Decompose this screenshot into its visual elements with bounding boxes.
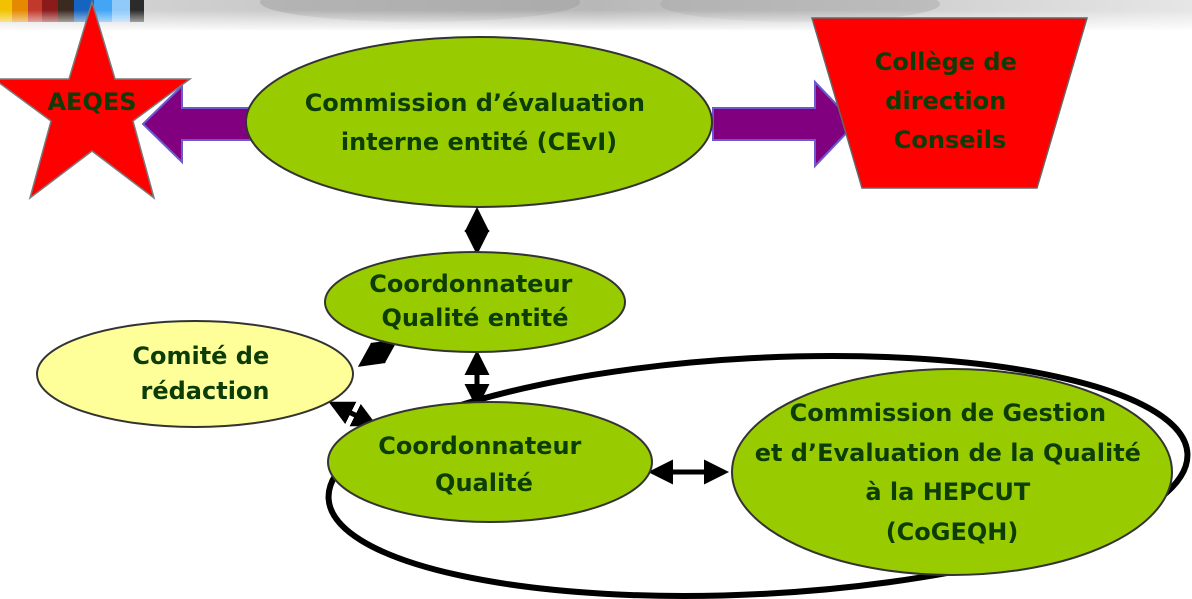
quality-group-outline: [325, 353, 1191, 599]
coord-entite-label: Coordonnateur Qualité entité: [369, 270, 581, 332]
college-label: Collège de direction Conseils: [875, 48, 1025, 154]
connectors: [328, 207, 729, 485]
comite-ellipse: [36, 320, 354, 428]
coord-entite-ellipse: [324, 251, 626, 353]
coord-entite-node: Coordonnateur Qualité entité: [324, 251, 626, 353]
aeqes-star-shape: [0, 0, 193, 200]
aeqes-node: AEQES: [0, 0, 193, 200]
edge-comite-coord-qualite: [328, 401, 378, 427]
arrow-to-college: [712, 79, 857, 169]
cogeqh-ellipse: [731, 368, 1173, 576]
cevi-label: Commission d’évaluation interne entité (…: [305, 89, 654, 156]
edge-coord-entite-comite: [357, 339, 399, 367]
comite-label: Comité de rédaction: [132, 342, 277, 405]
college-trapezoid-shape: [810, 17, 1089, 189]
comite-node: Comité de rédaction: [36, 320, 354, 428]
cogeqh-label: Commission de Gestion et d’Evaluation de…: [755, 399, 1150, 546]
coord-qualite-ellipse: [327, 401, 653, 523]
cogeqh-node: Commission de Gestion et d’Evaluation de…: [731, 368, 1173, 576]
coord-qualite-label: Coordonnateur Qualité: [378, 432, 590, 497]
college-node: Collège de direction Conseils: [810, 17, 1089, 189]
arrow-to-aeqes: [141, 83, 251, 165]
cevi-node: Commission d’évaluation interne entité (…: [245, 36, 713, 208]
cevi-ellipse: [245, 36, 713, 208]
coord-qualite-node: Coordonnateur Qualité: [327, 401, 653, 523]
aeqes-label: AEQES: [47, 88, 136, 116]
